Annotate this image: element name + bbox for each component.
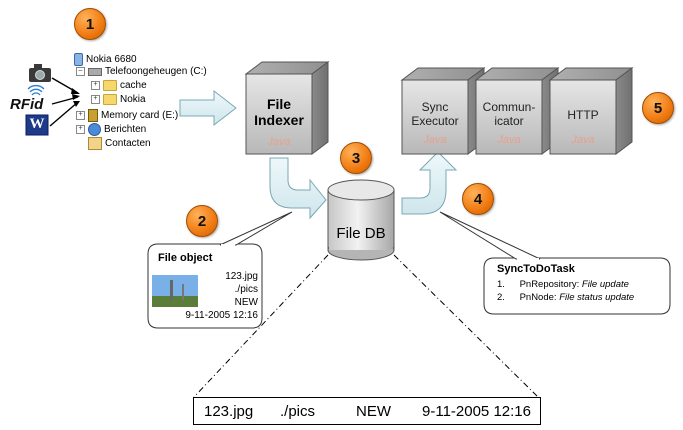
expand-icon[interactable]: + <box>91 81 100 90</box>
file-object-date: 9-11-2005 12:16 <box>185 310 258 321</box>
collapse-icon[interactable]: – <box>76 67 85 76</box>
sync-task-item-action: File update <box>581 279 629 290</box>
sync-task-item-number: 1. <box>497 279 505 290</box>
sync-executor-label-line2: Executor <box>411 114 459 128</box>
sync-task-item-number: 2. <box>497 292 505 303</box>
file-indexer-cube <box>244 61 330 155</box>
tree-item-messages[interactable]: + Berichten <box>76 123 146 136</box>
tree-label-phone: Nokia 6680 <box>86 54 137 65</box>
word-label: W <box>29 116 45 132</box>
tree-label-cache: cache <box>120 80 147 91</box>
contacts-icon <box>88 137 102 150</box>
sync-task-item-action: File status update <box>559 292 635 303</box>
expand-icon[interactable]: + <box>76 111 85 120</box>
step-badge-4: 4 <box>462 183 494 215</box>
communicator-label: Commun- icator <box>476 100 542 128</box>
http-label: HTTP <box>567 108 599 122</box>
sync-task-title: SyncToDoTask <box>497 263 575 275</box>
drive-icon <box>88 67 102 76</box>
record-name: 123.jpg <box>204 402 254 420</box>
sync-executor-label: Sync Executor <box>402 100 468 128</box>
step-badge-5: 5 <box>642 92 674 124</box>
folder-icon <box>103 94 117 105</box>
tree-label-contacts: Contacten <box>105 138 151 149</box>
expand-icon[interactable]: + <box>76 125 85 134</box>
messages-icon <box>88 123 101 136</box>
tree-item-memory[interactable]: + Memory card (E:) <box>76 109 178 122</box>
tree-label-drive: Telefoongeheugen (C:) <box>105 66 207 77</box>
sync-task-item: 2. PnNode: File status update <box>497 292 634 303</box>
camera-icon <box>29 64 51 82</box>
file-object-status: NEW <box>234 297 258 308</box>
tree-item-contacts[interactable]: Contacten <box>88 137 151 150</box>
tree-item-drive[interactable]: – Telefoongeheugen (C:) <box>76 66 207 77</box>
file-indexer-label-line1: File <box>266 96 292 112</box>
folder-icon <box>103 80 117 91</box>
sync-executor-label-line1: Sync <box>421 100 449 114</box>
record-date: 9-11-2005 12:16 <box>422 402 531 420</box>
file-db-label: File DB <box>336 225 386 242</box>
rfid-icon <box>27 84 45 96</box>
sync-task-item: 1. PnRepository: File update <box>497 279 629 290</box>
tree-item-cache[interactable]: + cache <box>91 80 147 91</box>
word-icon <box>25 114 49 136</box>
file-db-cylinder <box>327 179 395 261</box>
record-path: ./pics <box>280 402 316 420</box>
arrow-indexer-to-db <box>269 157 327 220</box>
sync-task-item-target: PnNode: <box>519 292 557 303</box>
arrow-db-to-sync <box>401 151 458 215</box>
java-logo: Java <box>267 136 291 148</box>
java-logo: Java <box>571 134 595 146</box>
db-record-row: 123.jpg ./pics NEW 9-11-2005 12:16 <box>193 397 541 425</box>
step-badge-3: 3 <box>340 142 372 174</box>
http-cube <box>548 67 634 155</box>
phone-icon <box>74 53 83 66</box>
file-object-path: ./pics <box>234 284 258 295</box>
communicator-label-line2: icator <box>494 114 524 128</box>
memory-card-icon <box>88 109 98 122</box>
file-indexer-label: File Indexer <box>246 96 312 128</box>
tree-label-nokia: Nokia <box>120 94 146 105</box>
file-object-title: File object <box>158 252 213 264</box>
step-badge-2: 2 <box>186 205 218 237</box>
file-indexer-label-line2: Indexer <box>254 112 304 128</box>
java-logo: Java <box>423 134 447 146</box>
tree-item-nokia[interactable]: + Nokia <box>91 94 146 105</box>
tree-label-memory: Memory card (E:) <box>101 110 179 121</box>
record-status: NEW <box>356 402 391 420</box>
step-badge-1: 1 <box>74 8 106 40</box>
expand-icon[interactable]: + <box>91 95 100 104</box>
file-thumbnail <box>152 275 198 307</box>
arrow-to-indexer <box>179 89 237 127</box>
tree-label-messages: Berichten <box>104 124 147 135</box>
java-logo: Java <box>497 134 521 146</box>
sync-task-callout <box>439 211 671 315</box>
sync-task-item-target: PnRepository: <box>519 279 580 290</box>
file-object-name: 123.jpg <box>225 271 258 282</box>
file-object-details: 123.jpg ./pics NEW <box>196 270 258 309</box>
tree-item-phone[interactable]: Nokia 6680 <box>74 53 137 66</box>
communicator-label-line1: Commun- <box>482 100 536 114</box>
rfid-label: RFid <box>10 96 44 113</box>
